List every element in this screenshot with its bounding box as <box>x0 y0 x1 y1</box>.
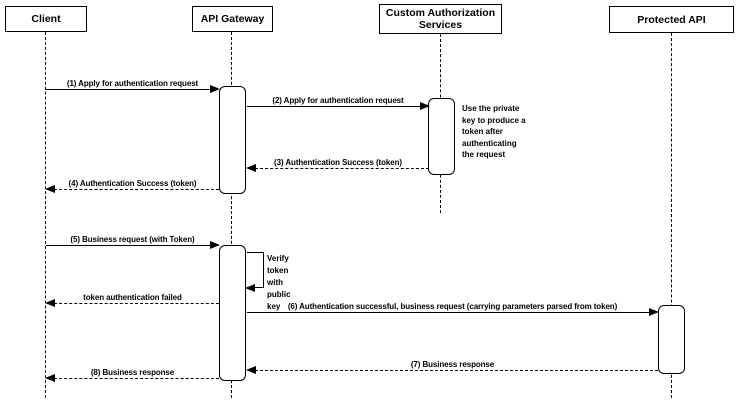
message-token-auth-failed-line <box>54 303 219 305</box>
message-1-label: (1) Apply for authentication request <box>66 79 199 88</box>
participant-client: Client <box>5 6 87 32</box>
message-1-line <box>46 89 211 91</box>
message-8-label: (8) Business response <box>90 368 175 377</box>
participant-api-gateway: API Gateway <box>192 6 273 32</box>
message-2-line <box>247 106 421 108</box>
lifeline-client <box>45 32 46 398</box>
message-3-label: (3) Authentication Success (token) <box>274 158 402 167</box>
activation-protected-api <box>657 305 685 374</box>
participant-custom-authorization-services: Custom Authorization Services <box>379 4 502 34</box>
activation-custom-authorization-services <box>428 98 455 175</box>
message-6-label: (6) Authentication successful, business … <box>287 302 618 311</box>
lifeline-protected-api <box>670 33 672 398</box>
message-8-line <box>54 378 219 380</box>
arrowhead-icon <box>45 374 55 382</box>
self-message-label: Verify token with public key <box>267 254 291 311</box>
activation-api-gateway-business <box>218 245 246 381</box>
arrowhead-icon <box>246 164 256 172</box>
message-7-label: (7) Business response <box>410 360 495 369</box>
arrowhead-icon <box>245 284 255 292</box>
participant-custom-authorization-services-label: Custom Authorization Services <box>385 7 496 31</box>
message-7-line <box>255 370 658 372</box>
lifeline-api-gateway <box>231 32 232 398</box>
message-5-label: (5) Business request (with Token) <box>70 235 195 244</box>
arrowhead-icon <box>420 102 430 110</box>
participant-protected-api: Protected API <box>609 6 734 33</box>
self-message-verify-token: Verify token with public key <box>245 252 291 311</box>
arrowhead-icon <box>45 185 55 193</box>
arrowhead-icon <box>210 241 220 249</box>
message-3-line <box>255 168 429 170</box>
arrowhead-icon <box>210 85 220 93</box>
participant-api-gateway-label: API Gateway <box>200 13 265 25</box>
message-2-label: (2) Apply for authentication request <box>272 96 404 105</box>
activation-api-gateway-auth <box>218 86 246 194</box>
message-4-label: (4) Authentication Success (token) <box>68 179 197 188</box>
message-token-auth-failed-label: token authentication failed <box>83 293 182 302</box>
note-private-key: Use the private key to produce a token a… <box>462 104 526 159</box>
participant-client-label: Client <box>31 13 61 25</box>
arrowhead-icon <box>649 308 659 316</box>
participant-protected-api-label: Protected API <box>637 13 706 26</box>
arrowhead-icon <box>45 299 55 307</box>
arrowhead-icon <box>246 366 256 374</box>
message-4-line <box>54 189 219 191</box>
message-5-line <box>46 245 211 247</box>
message-6-line <box>247 312 650 314</box>
